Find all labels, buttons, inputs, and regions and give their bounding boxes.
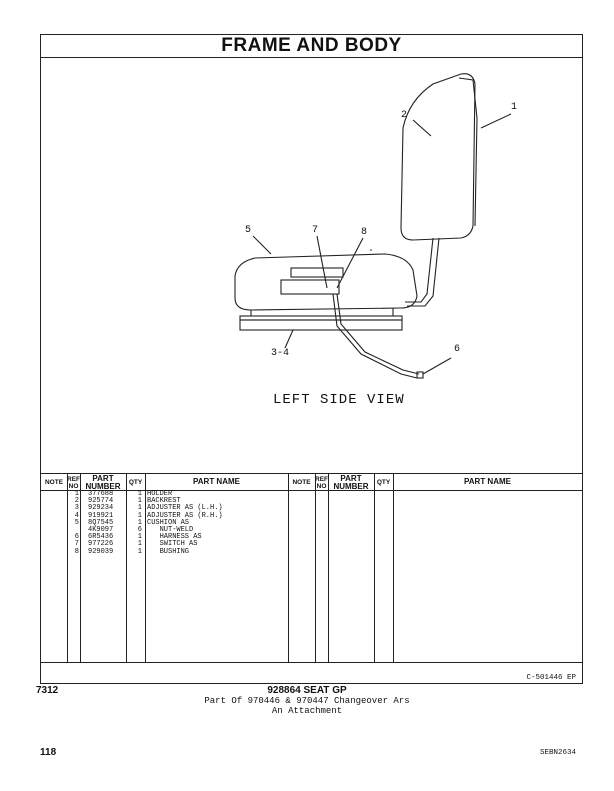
callout-2: 2 bbox=[401, 110, 408, 121]
seat-drawing-svg bbox=[234, 73, 512, 379]
qty-cell: 1 bbox=[137, 504, 142, 513]
header-ref-no-right: REF NO bbox=[315, 476, 328, 490]
part-name-cell: CUSHION AS bbox=[147, 518, 190, 527]
table-bottom-divider bbox=[41, 662, 582, 663]
part-number-cell: 919921 bbox=[88, 511, 114, 520]
qty-cell: 1 bbox=[137, 547, 142, 556]
ref-cell: 7 bbox=[74, 540, 79, 549]
callout-8: 8 bbox=[361, 227, 368, 238]
qty-cell: 6 bbox=[137, 525, 142, 534]
part-number-cell: 377688 bbox=[88, 490, 114, 498]
table-row: 4 919921 1 ADJUSTER AS (R.H.) bbox=[41, 511, 288, 520]
col-divider bbox=[145, 474, 146, 662]
qty-cell: 1 bbox=[137, 511, 142, 520]
figure-reference: C-501446 EP bbox=[526, 674, 576, 682]
part-name-cell: BUSHING bbox=[147, 547, 190, 556]
page-number: 118 bbox=[40, 747, 57, 758]
table-row: 5 8Q7545 1 CUSHION AS bbox=[41, 518, 288, 527]
col-divider bbox=[288, 474, 289, 662]
callout-5: 5 bbox=[245, 225, 252, 236]
table-row: 3 929234 1 ADJUSTER AS (L.H.) bbox=[41, 505, 288, 512]
qty-cell: 1 bbox=[137, 540, 142, 549]
qty-cell: 1 bbox=[137, 497, 142, 506]
col-divider bbox=[80, 474, 81, 662]
table-row: 4K9097 6 NUT-WELD bbox=[41, 525, 288, 534]
ref-cell: 8 bbox=[74, 547, 79, 556]
table-row: 8 929039 1 BUSHING bbox=[41, 547, 288, 556]
qty-cell: 1 bbox=[137, 533, 142, 542]
parts-page-frame: FRAME AND BODY bbox=[40, 34, 583, 684]
part-number-cell: 929234 bbox=[88, 504, 114, 513]
part-name-cell: HARNESS AS bbox=[147, 533, 202, 542]
group-subtitle-1: Part Of 970446 & 970447 Changeover Ars bbox=[204, 696, 410, 706]
header-part-number: PART NUMBER bbox=[80, 475, 126, 491]
header-qty-right: QTY bbox=[376, 479, 391, 486]
part-number-cell: 929039 bbox=[88, 547, 114, 556]
part-name-cell: NUT-WELD bbox=[147, 525, 194, 534]
qty-cell: 1 bbox=[137, 518, 142, 527]
group-title: 928864 SEAT GP bbox=[267, 685, 347, 696]
col-divider bbox=[328, 474, 329, 662]
part-name-cell: ADJUSTER AS (R.H.) bbox=[147, 511, 223, 520]
table-row: 1 377688 1 HOLDER bbox=[41, 490, 288, 498]
callout-6: 6 bbox=[454, 344, 461, 355]
header-ref-line2: NO bbox=[68, 483, 79, 490]
view-label: LEFT SIDE VIEW bbox=[273, 392, 405, 408]
part-number-cell: 8Q7545 bbox=[88, 518, 114, 527]
header-part-line2-right: NUMBER bbox=[333, 482, 369, 491]
col-divider bbox=[374, 474, 375, 662]
seat-illustration: 2 1 5 7 8 3-4 6 LEFT SIDE VIEW bbox=[41, 58, 582, 473]
col-divider bbox=[126, 474, 127, 662]
table-row: 6 6R5436 1 HARNESS AS bbox=[41, 533, 288, 542]
header-part-number-right: PART NUMBER bbox=[328, 475, 374, 491]
parts-table: NOTE REF NO PART NUMBER QTY PART NAME NO… bbox=[41, 473, 582, 687]
ref-cell: 2 bbox=[74, 497, 79, 506]
header-ref-line1: REF bbox=[67, 476, 80, 483]
col-divider bbox=[67, 474, 68, 662]
header-part-line2: NUMBER bbox=[85, 482, 121, 491]
header-ref-line1-right: REF bbox=[315, 476, 328, 483]
part-name-cell: BACKREST bbox=[147, 497, 181, 506]
ref-cell: 4 bbox=[74, 511, 79, 520]
ref-cell: 6 bbox=[74, 533, 79, 542]
header-part-name: PART NAME bbox=[193, 477, 240, 486]
part-number-cell: 977226 bbox=[88, 540, 114, 549]
header-part-line1-right: PART bbox=[340, 474, 362, 483]
header-ref-line2-right: NO bbox=[316, 483, 327, 490]
group-code: 7312 bbox=[36, 685, 59, 696]
header-note-right: NOTE bbox=[292, 479, 311, 486]
ref-cell: 1 bbox=[74, 490, 79, 498]
ref-cell: 3 bbox=[74, 504, 79, 513]
header-divider bbox=[41, 490, 582, 491]
part-number-cell: 925774 bbox=[88, 497, 114, 506]
header-part-name-right: PART NAME bbox=[464, 477, 511, 486]
qty-cell: 1 bbox=[137, 490, 142, 498]
group-caption: 928864 SEAT GP Part Of 970446 & 970447 C… bbox=[0, 685, 614, 717]
col-divider bbox=[315, 474, 316, 662]
callout-1: 1 bbox=[511, 102, 518, 113]
part-name-cell: SWITCH AS bbox=[147, 540, 198, 549]
part-name-cell: HOLDER bbox=[147, 490, 173, 498]
part-number-cell: 6R5436 bbox=[88, 533, 114, 542]
group-subtitle-2: An Attachment bbox=[271, 706, 343, 716]
header-ref-no: REF NO bbox=[67, 476, 80, 490]
col-divider bbox=[393, 474, 394, 662]
header-part-line1: PART bbox=[92, 474, 114, 483]
part-number-cell: 4K9097 bbox=[88, 525, 114, 534]
document-code: SEBN2634 bbox=[539, 749, 576, 757]
table-row: 2 925774 1 BACKREST bbox=[41, 497, 288, 506]
table-row: 7 977226 1 SWITCH AS bbox=[41, 541, 288, 548]
ref-cell: 5 bbox=[74, 518, 79, 527]
part-name-cell: ADJUSTER AS (L.H.) bbox=[147, 504, 223, 513]
callout-3-4: 3-4 bbox=[271, 348, 290, 359]
page-title: FRAME AND BODY bbox=[41, 35, 582, 58]
header-qty: QTY bbox=[128, 479, 143, 486]
callout-7: 7 bbox=[312, 225, 319, 236]
header-note: NOTE bbox=[44, 479, 64, 486]
